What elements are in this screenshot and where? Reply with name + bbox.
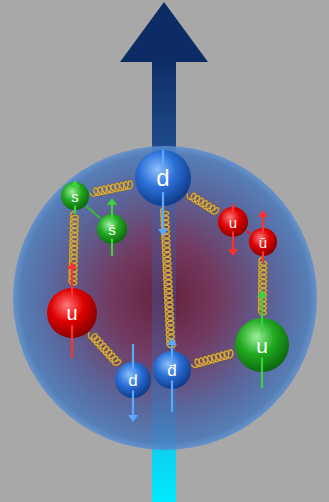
spin-arrowhead — [258, 210, 268, 217]
quark-label: d̄ — [167, 362, 176, 379]
gluon-spring — [90, 181, 133, 196]
spin-arrowhead — [120, 2, 208, 62]
pair-line — [246, 231, 250, 234]
spin-arrow — [71, 325, 73, 358]
pair-line — [86, 206, 100, 218]
spin-arrow — [232, 232, 234, 251]
spin-arrowhead — [228, 249, 238, 256]
gluon-spring — [187, 193, 219, 214]
quark-circle: u — [235, 318, 289, 372]
gluon-spring — [88, 332, 120, 365]
spin-arrow — [71, 268, 73, 301]
spin-arrow — [162, 150, 164, 164]
quark-label: d — [156, 166, 169, 190]
quark-label: u — [229, 215, 237, 230]
quark-circle: d̄ — [153, 351, 191, 389]
quark-circle: d — [135, 150, 191, 206]
quark-circle: s̄ — [97, 214, 127, 244]
spin-arrow — [74, 206, 76, 215]
spin-arrow — [261, 296, 263, 333]
spin-arrow — [262, 252, 264, 263]
spin-arrowhead — [128, 415, 138, 422]
gluon-spring — [191, 350, 233, 368]
spin-arrow — [162, 192, 164, 230]
quark-label: s — [71, 189, 79, 204]
quark-label: ū — [259, 235, 267, 250]
spin-arrow — [171, 344, 173, 360]
spin-arrowhead — [70, 180, 80, 187]
quark-circle: ū — [249, 228, 277, 256]
spin-arrowhead — [158, 229, 168, 236]
quark-circle: d — [115, 362, 151, 398]
spin-arrowhead — [107, 198, 117, 205]
spin-arrowhead — [257, 290, 267, 297]
spin-arrow — [232, 204, 234, 213]
quark-label: u — [66, 303, 77, 323]
spin-arrow — [132, 344, 134, 370]
quark-circle: u — [47, 288, 97, 338]
spin-arrow — [111, 239, 113, 257]
spin-arrowhead — [167, 338, 177, 345]
quark-label: u — [256, 335, 268, 356]
spin-shaft — [152, 58, 176, 502]
spin-arrow — [111, 204, 113, 220]
spin-arrow — [171, 381, 173, 413]
proton-sphere — [13, 146, 317, 450]
quark-circle: u — [218, 207, 248, 237]
spin-arrow — [262, 216, 264, 233]
spin-arrow — [132, 391, 134, 417]
spin-arrow — [261, 358, 263, 389]
gluon-spring — [69, 211, 79, 285]
quark-label: s̄ — [108, 222, 116, 237]
spin-arrowhead — [67, 262, 77, 269]
quark-circle: s — [61, 182, 89, 210]
quark-label: d — [128, 372, 137, 389]
